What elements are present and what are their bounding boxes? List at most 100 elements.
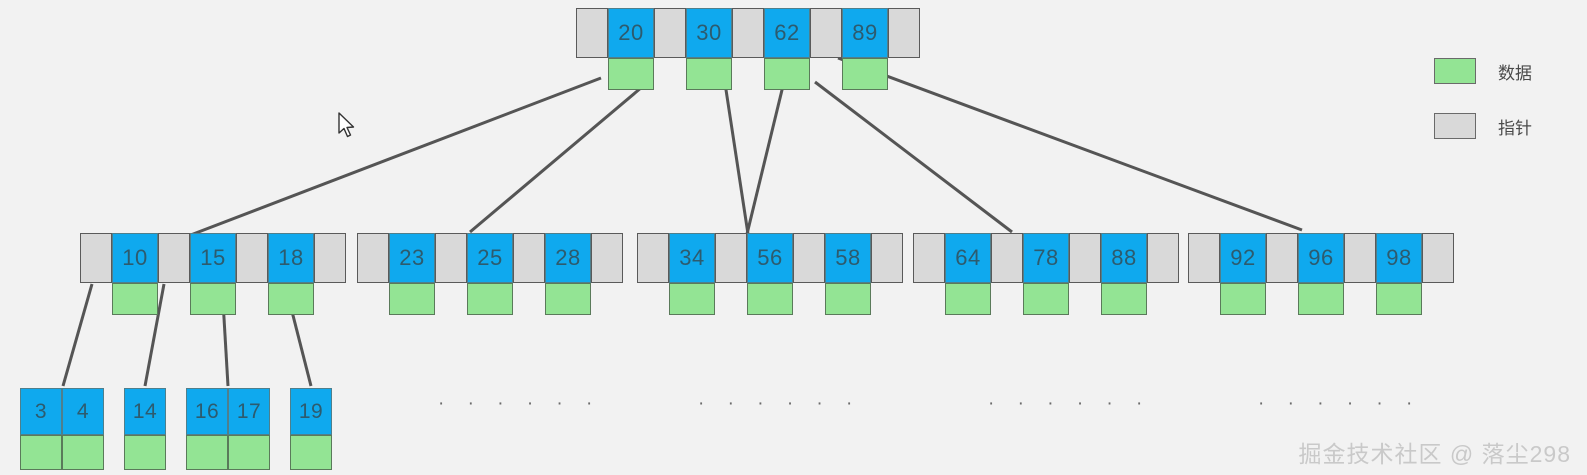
pointer-cell: [991, 233, 1023, 315]
data-box: [467, 283, 513, 315]
spacer: [654, 58, 686, 90]
spacer: [1069, 283, 1101, 315]
key-value: 19: [290, 388, 332, 435]
spacer: [871, 283, 903, 315]
key-value: 56: [747, 233, 793, 283]
pointer-cell: [793, 233, 825, 315]
internal-node-n3: 34 56 58: [637, 233, 903, 315]
internal-node-n2: 23 25 28: [357, 233, 623, 315]
key-cell: 3: [20, 388, 62, 470]
key-value: 28: [545, 233, 591, 283]
key-cell: 56: [747, 233, 793, 315]
spacer: [810, 58, 842, 90]
pointer-cell: [513, 233, 545, 315]
spacer: [591, 283, 623, 315]
pointer-box: [810, 8, 842, 58]
data-box: [945, 283, 991, 315]
pointer-cell: [810, 8, 842, 90]
key-cell: 98: [1376, 233, 1422, 315]
pointer-box: [591, 233, 623, 283]
data-box: [669, 283, 715, 315]
spacer: [576, 58, 608, 90]
spacer: [1422, 283, 1454, 315]
key-cell: 18: [268, 233, 314, 315]
key-cell: 96: [1298, 233, 1344, 315]
data-box: [686, 58, 732, 90]
key-value: 4: [62, 388, 104, 435]
legend-label: 指针: [1498, 118, 1532, 138]
key-value: 16: [186, 388, 228, 435]
spacer: [637, 283, 669, 315]
spacer: [991, 283, 1023, 315]
pointer-cell: [435, 233, 467, 315]
pointer-cell: [913, 233, 945, 315]
key-value: 78: [1023, 233, 1069, 283]
pointer-box: [435, 233, 467, 283]
pointer-cell: [1188, 233, 1220, 315]
spacer: [913, 283, 945, 315]
ellipsis-marker: · · · · · ·: [698, 393, 862, 414]
ellipsis-marker: · · · · · ·: [1258, 393, 1422, 414]
pointer-box: [913, 233, 945, 283]
key-value: 64: [945, 233, 991, 283]
pointer-box: [732, 8, 764, 58]
key-value: 62: [764, 8, 810, 58]
key-value: 34: [669, 233, 715, 283]
pointer-box: [871, 233, 903, 283]
tree-edge: [814, 80, 1013, 234]
spacer: [715, 283, 747, 315]
data-box: [124, 435, 166, 470]
key-cell: 15: [190, 233, 236, 315]
pointer-box: [1147, 233, 1179, 283]
data-box: [764, 58, 810, 90]
key-cell: 16: [186, 388, 228, 470]
data-box: [1298, 283, 1344, 315]
pointer-cell: [1344, 233, 1376, 315]
legend-item-green: 数据: [1434, 58, 1532, 84]
key-value: 58: [825, 233, 871, 283]
data-box: [825, 283, 871, 315]
pointer-cell: [888, 8, 920, 90]
key-cell: 23: [389, 233, 435, 315]
pointer-box: [576, 8, 608, 58]
pointer-cell: [314, 233, 346, 315]
pointer-box: [158, 233, 190, 283]
tree-edge: [187, 76, 602, 238]
data-box: [20, 435, 62, 470]
pointer-cell: [1266, 233, 1298, 315]
spacer: [158, 283, 190, 315]
pointer-box: [715, 233, 747, 283]
key-cell: 4: [62, 388, 104, 470]
leaf-node-l4: 19: [290, 388, 332, 470]
data-box: [62, 435, 104, 470]
key-value: 25: [467, 233, 513, 283]
data-box: [545, 283, 591, 315]
data-box: [608, 58, 654, 90]
spacer: [513, 283, 545, 315]
key-value: 18: [268, 233, 314, 283]
key-cell: 34: [669, 233, 715, 315]
pointer-cell: [715, 233, 747, 315]
data-box: [1101, 283, 1147, 315]
legend-item-gray: 指针: [1434, 113, 1532, 139]
spacer: [357, 283, 389, 315]
pointer-box: [80, 233, 112, 283]
pointer-cell: [654, 8, 686, 90]
spacer: [1147, 283, 1179, 315]
legend-label: 数据: [1498, 63, 1532, 83]
key-cell: 14: [124, 388, 166, 470]
watermark: 掘金技术社区 @ 落尘298: [1298, 441, 1571, 467]
key-value: 23: [389, 233, 435, 283]
pointer-box: [236, 233, 268, 283]
ellipsis-marker: · · · · · ·: [988, 393, 1152, 414]
spacer: [435, 283, 467, 315]
key-cell: 19: [290, 388, 332, 470]
key-value: 89: [842, 8, 888, 58]
pointer-box: [793, 233, 825, 283]
data-box: [389, 283, 435, 315]
pointer-box: [314, 233, 346, 283]
